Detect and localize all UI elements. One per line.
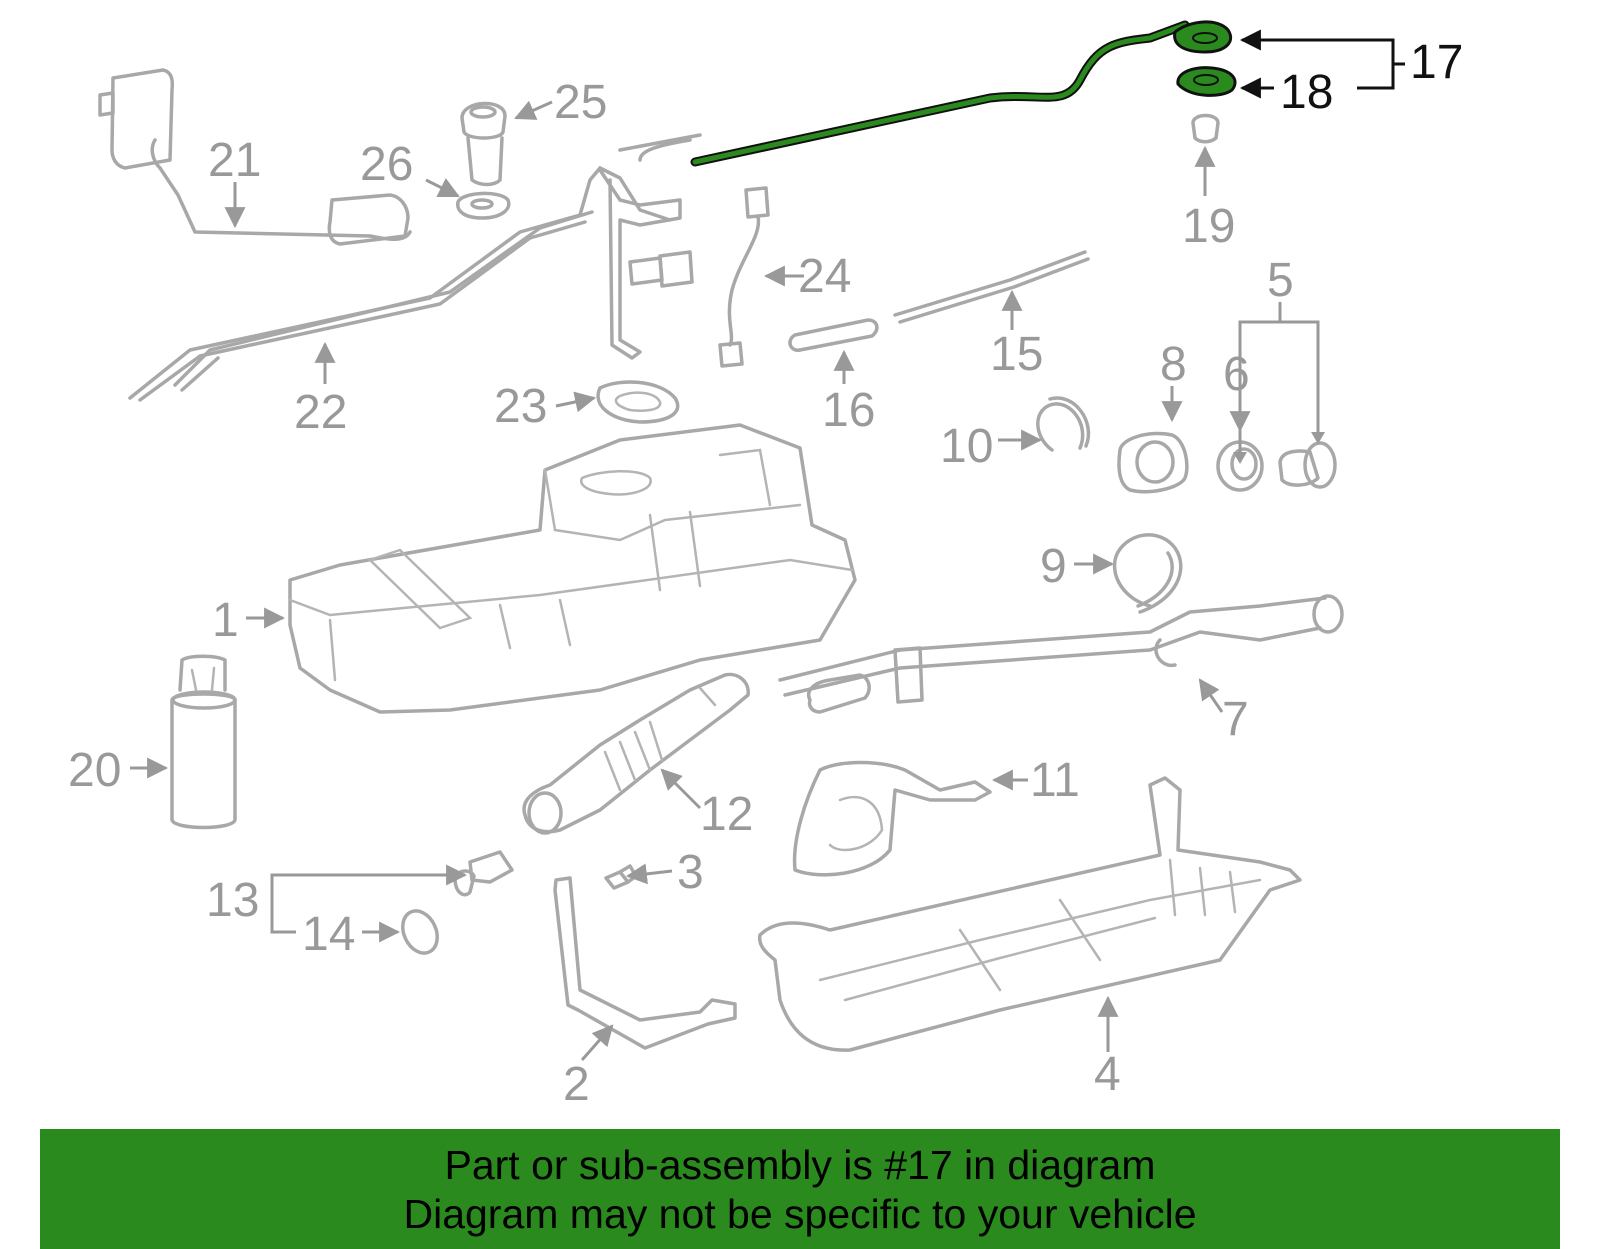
- part-9-ring[interactable]: [1112, 533, 1183, 614]
- part-18-grommet-highlighted[interactable]: [1176, 66, 1237, 97]
- callout-11: 11: [1030, 754, 1080, 807]
- banner-line-disclaimer: Diagram may not be specific to your vehi…: [403, 1191, 1197, 1237]
- part-25-valve[interactable]: [460, 101, 507, 187]
- callout-8: 8: [1160, 338, 1187, 391]
- part-20-fuel-pump[interactable]: [170, 654, 237, 830]
- part-24-wire-harness[interactable]: [718, 186, 770, 368]
- callout-19: 19: [1182, 200, 1235, 253]
- part-11-heat-shield[interactable]: [792, 760, 992, 877]
- part-14-o-ring[interactable]: [396, 905, 444, 958]
- callout-7: 7: [1222, 693, 1249, 746]
- part-4-skid-plate[interactable]: [757, 776, 1302, 1052]
- callout-4: 4: [1094, 1048, 1121, 1101]
- highlight-leader-lines: [1239, 29, 1405, 99]
- callout-3: 3: [677, 846, 704, 899]
- banner-line-part: Part or sub-assembly is #17 in diagram: [444, 1142, 1156, 1188]
- callout-23: 23: [494, 380, 547, 433]
- part-21-fuel-sender[interactable]: [98, 68, 412, 246]
- part-7-filler-neck[interactable]: [778, 594, 1344, 714]
- callout-2: 2: [563, 1058, 590, 1111]
- callout-5: 5: [1267, 254, 1294, 307]
- info-banner: Part or sub-assembly is #17 in diagram D…: [40, 1129, 1560, 1249]
- part-2-tank-strap[interactable]: [553, 876, 737, 1050]
- part-16-hose[interactable]: [788, 318, 879, 352]
- part-12-filler-hose[interactable]: [522, 672, 750, 835]
- callout-18: 18: [1280, 66, 1333, 119]
- callout-13: 13: [206, 874, 259, 927]
- callout-20: 20: [68, 744, 121, 797]
- callout-14: 14: [302, 908, 355, 961]
- callout-24: 24: [798, 250, 851, 303]
- pump-bracket[interactable]: [598, 133, 702, 360]
- part-8-housing[interactable]: [1117, 431, 1189, 494]
- part-13-drain-valve[interactable]: [453, 850, 514, 897]
- leader-lines: [130, 100, 1325, 1061]
- callout-15: 15: [990, 328, 1043, 381]
- part-10-ring[interactable]: [1036, 396, 1091, 452]
- callout-17: 17: [1410, 36, 1463, 89]
- callout-21: 21: [208, 134, 261, 187]
- part-15-hose[interactable]: [893, 250, 1090, 324]
- callout-10: 10: [940, 420, 993, 473]
- callout-1: 1: [212, 594, 239, 647]
- part-5-fuel-cap[interactable]: [1278, 441, 1337, 489]
- part-23-gasket[interactable]: [596, 380, 680, 424]
- part-19-clip[interactable]: [1191, 113, 1220, 144]
- callout-12: 12: [700, 788, 753, 841]
- part-22-fuel-lines[interactable]: [128, 166, 672, 402]
- callout-9: 9: [1040, 540, 1067, 593]
- part-1-fuel-tank[interactable]: [288, 423, 857, 714]
- part-26-gasket[interactable]: [456, 191, 511, 220]
- callout-16: 16: [822, 384, 875, 437]
- callout-26: 26: [360, 138, 413, 191]
- part-17-vent-hose-highlighted[interactable]: [690, 20, 1233, 167]
- callout-6: 6: [1223, 348, 1250, 401]
- callout-25: 25: [554, 76, 607, 129]
- callout-22: 22: [294, 386, 347, 439]
